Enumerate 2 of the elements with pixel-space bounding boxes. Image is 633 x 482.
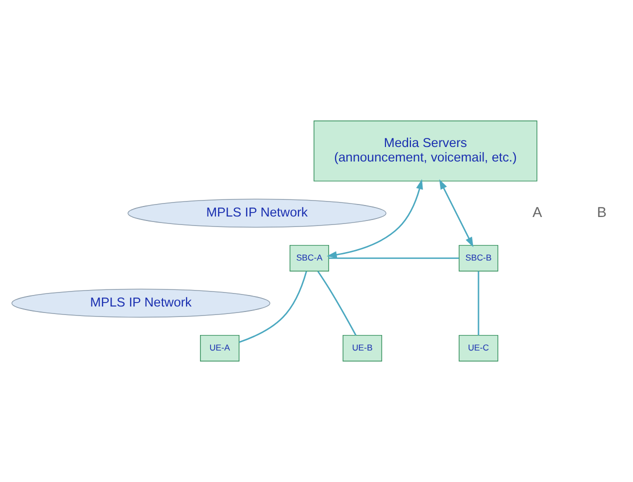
label: B <box>597 204 607 221</box>
label: A <box>532 204 542 221</box>
